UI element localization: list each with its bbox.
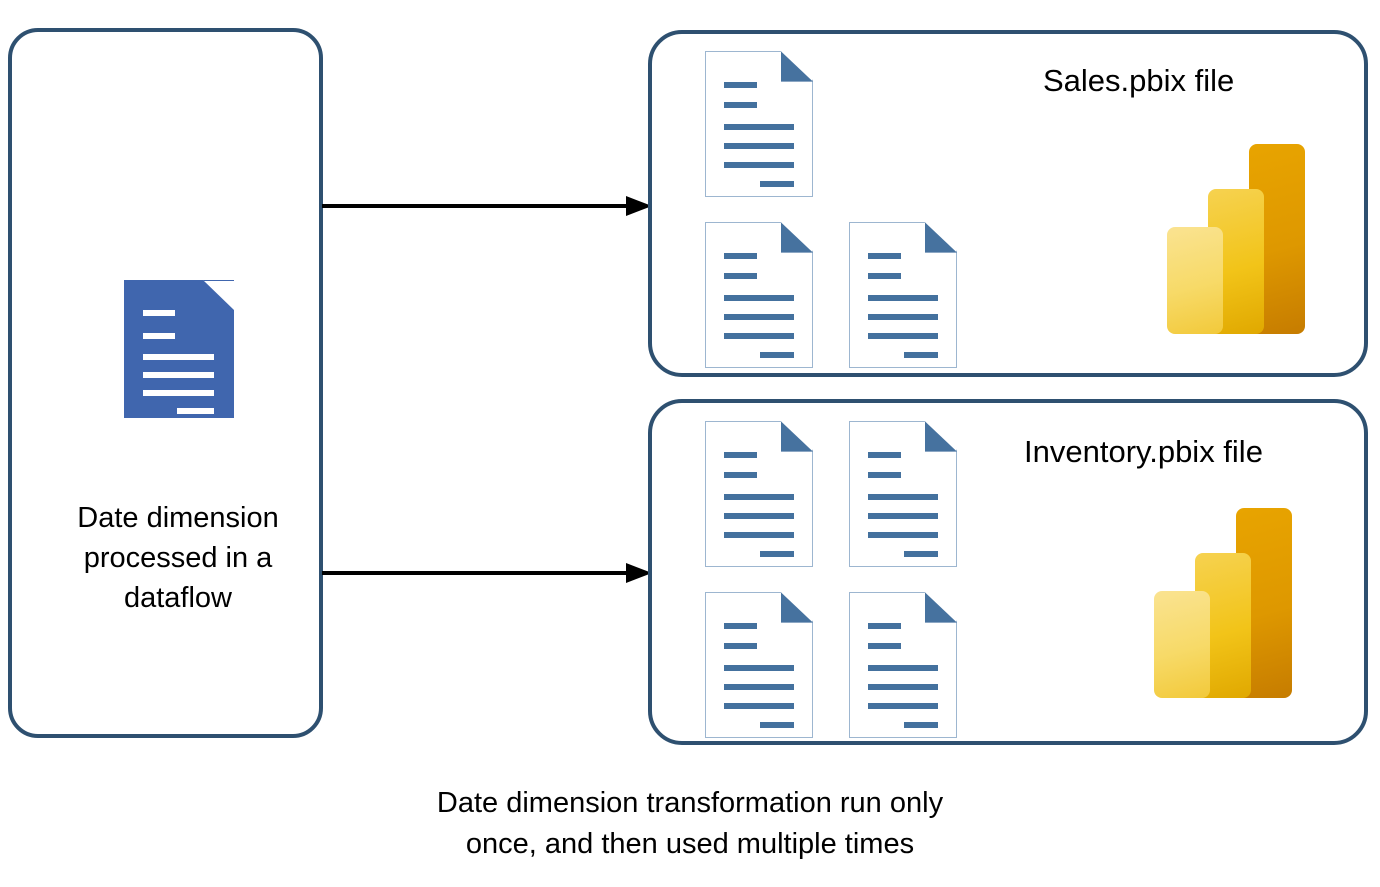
document-line	[868, 314, 938, 320]
document-line	[868, 295, 938, 301]
document-line	[868, 333, 938, 339]
document-icon	[705, 222, 813, 368]
document-line	[868, 513, 938, 519]
sales-box-label: Sales.pbix file	[1043, 63, 1235, 98]
document-line	[724, 295, 794, 301]
source-caption-line-2: processed in a	[83, 542, 273, 574]
document-line	[724, 82, 757, 88]
document-line	[724, 472, 757, 478]
document-line	[868, 452, 901, 458]
document-icon	[705, 592, 813, 738]
document-line	[724, 623, 757, 629]
document-line	[724, 314, 794, 320]
power-bi-bar-short	[1154, 591, 1210, 698]
document-icon	[705, 421, 813, 567]
document-line	[724, 452, 757, 458]
document-line	[177, 408, 214, 414]
source-caption-line-3: dataflow	[123, 582, 232, 614]
source-box-caption: Date dimension processed in a dataflow	[32, 498, 324, 618]
document-line	[724, 124, 794, 130]
document-line	[868, 472, 901, 478]
document-icon	[849, 222, 957, 368]
document-line	[724, 333, 794, 339]
document-line	[868, 494, 938, 500]
document-line	[760, 352, 794, 358]
power-bi-logo	[1165, 144, 1307, 334]
inventory-box-label: Inventory.pbix file	[1024, 434, 1263, 469]
document-line	[724, 684, 794, 690]
document-line	[143, 310, 175, 316]
document-line	[143, 333, 175, 339]
document-line	[724, 162, 794, 168]
document-line	[724, 102, 757, 108]
footer-caption-line-1: Date dimension transformation run only	[436, 787, 944, 819]
footer-caption-line-2: once, and then used multiple times	[465, 828, 915, 860]
document-line	[760, 722, 794, 728]
document-line	[724, 665, 794, 671]
document-line	[724, 703, 794, 709]
document-line	[760, 181, 794, 187]
document-line	[143, 354, 214, 360]
footer-caption: Date dimension transformation run only o…	[190, 783, 1190, 865]
document-line	[724, 494, 794, 500]
document-line	[868, 623, 901, 629]
arrow-to-sales	[322, 194, 652, 218]
inventory-box	[648, 399, 1368, 745]
source-box: Date dimension processed in a dataflow	[8, 28, 323, 738]
document-line	[724, 643, 757, 649]
document-filled-icon	[124, 280, 234, 418]
document-line	[724, 143, 794, 149]
document-line	[868, 665, 938, 671]
power-bi-bar-short	[1167, 227, 1223, 334]
document-line	[143, 390, 214, 396]
document-line	[724, 253, 757, 259]
document-line	[724, 532, 794, 538]
document-line	[868, 643, 901, 649]
source-caption-line-1: Date dimension	[77, 502, 279, 534]
document-line	[760, 551, 794, 557]
document-icon	[705, 51, 813, 197]
document-line	[868, 532, 938, 538]
document-line	[904, 352, 938, 358]
power-bi-logo	[1152, 508, 1294, 698]
document-icon	[849, 592, 957, 738]
document-line	[143, 372, 214, 378]
arrow-to-inventory	[322, 561, 652, 585]
document-line	[868, 253, 901, 259]
document-body	[124, 280, 234, 418]
document-line	[904, 722, 938, 728]
document-line	[868, 273, 901, 279]
document-line	[724, 273, 757, 279]
document-line	[904, 551, 938, 557]
document-icon	[849, 421, 957, 567]
document-line	[868, 684, 938, 690]
document-line	[868, 703, 938, 709]
document-line	[724, 513, 794, 519]
